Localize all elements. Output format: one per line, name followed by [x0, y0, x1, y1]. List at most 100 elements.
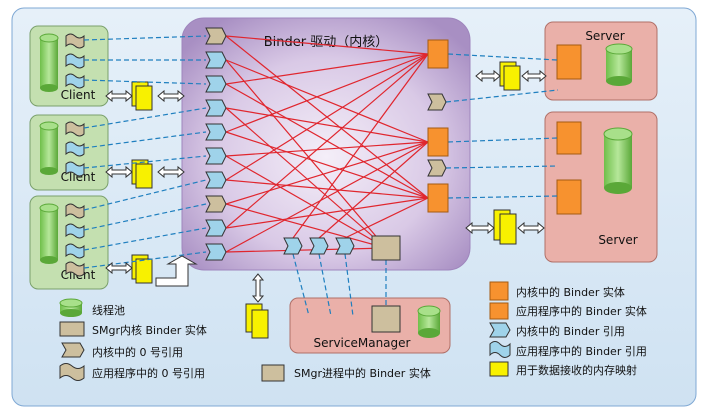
red-ref-line	[292, 53, 429, 239]
client-app-ref	[65, 73, 85, 89]
server-box-1: Server	[544, 21, 658, 101]
kernel-title: Binder 驱动（内核）	[264, 34, 389, 50]
blue-process-line	[83, 251, 207, 269]
blue-process-line	[83, 203, 207, 231]
client-memory-maps	[131, 81, 153, 284]
kernel-binder-entity	[427, 39, 449, 69]
red-ref-line	[225, 53, 429, 229]
kernel-binder-entity	[427, 127, 449, 157]
blue-process-line	[83, 227, 207, 251]
kernel-zero-ref	[205, 27, 227, 45]
kernel-binder-ref-icon	[489, 322, 511, 338]
client-app-ref	[65, 33, 85, 49]
client-app-ref	[65, 161, 85, 177]
kernel-zero-ref	[427, 159, 447, 177]
app-binder-ref-icon	[489, 341, 511, 358]
double-arrow	[157, 89, 185, 103]
client-label: Client	[61, 170, 96, 184]
smgr-process-entity-icon	[261, 364, 285, 382]
blue-process-line	[447, 137, 558, 143]
red-ref-line	[225, 53, 429, 133]
blue-process-line	[83, 131, 207, 149]
legend-memory-map: 用于数据接收的内存映射	[516, 363, 637, 377]
kernel-binder-ref	[205, 171, 227, 189]
server-label: Server	[598, 233, 637, 247]
kernel-binder-entities	[427, 39, 449, 213]
smgr-kernel-entity-icon	[59, 321, 85, 337]
kernel-binder-ref	[205, 99, 227, 117]
double-arrow	[105, 89, 133, 103]
kernel-zero-ref-icon	[61, 342, 85, 358]
server-memory-maps	[493, 61, 521, 245]
legend-thread-pool: 线程池	[92, 303, 125, 317]
legend-smgr-kernel-entity: SMgr内核 Binder 实体	[92, 323, 207, 337]
red-ref-line	[225, 179, 429, 199]
double-arrow	[105, 261, 133, 275]
smgr-kernel-entity	[371, 235, 401, 261]
kernel-binder-ref	[205, 147, 227, 165]
service-manager-box: ServiceManager	[289, 297, 451, 354]
binder-driver-kernel-area	[181, 17, 471, 271]
legend-app-zero-ref: 应用程序中的 0 号引用	[92, 366, 205, 380]
kernel-binder-entity	[427, 183, 449, 213]
blue-process-line	[83, 155, 207, 169]
kernel-zero-refs	[427, 93, 447, 177]
double-arrow	[157, 165, 185, 179]
red-ref-line	[225, 53, 429, 85]
kernel-binder-ref	[335, 237, 355, 255]
process-to-kernel-lines	[83, 35, 559, 317]
kernel-zero-ref	[427, 93, 447, 111]
blue-process-line	[447, 53, 558, 61]
client-label: Client	[61, 88, 96, 102]
bent-arrow	[155, 255, 198, 287]
double-arrow	[251, 273, 265, 303]
client-app-ref	[65, 243, 85, 259]
blue-process-line	[447, 195, 558, 199]
kernel-binder-entity-icon	[489, 281, 509, 301]
red-ref-line	[225, 141, 429, 205]
blue-process-line	[83, 107, 207, 129]
red-ref-line	[225, 107, 429, 143]
red-ref-line	[225, 107, 387, 249]
double-arrow	[475, 69, 501, 83]
client-app-ref	[65, 121, 85, 137]
red-ref-line	[225, 35, 429, 55]
red-ref-line	[225, 247, 387, 253]
service-manager-label: ServiceManager	[314, 336, 411, 350]
blue-process-line	[344, 253, 354, 317]
red-ref-line	[225, 203, 387, 249]
legend-left: 线程池 SMgr内核 Binder 实体 内核中的 0 号引用 应用程序中的 0…	[59, 298, 207, 381]
blue-process-line	[445, 165, 559, 169]
blue-process-line	[83, 35, 207, 41]
red-ref-line	[318, 141, 429, 239]
legend-app-binder-entity: 应用程序中的 Binder 实体	[516, 304, 647, 318]
red-ref-line	[225, 131, 429, 199]
client-app-ref	[65, 53, 85, 69]
app-binder-entity-icon	[489, 302, 509, 320]
red-ref-line	[225, 59, 387, 249]
double-arrow	[517, 221, 545, 235]
kernel-binder-ref	[205, 51, 227, 69]
legend-app-binder-ref: 应用程序中的 Binder 引用	[516, 344, 647, 358]
red-ref-line	[344, 197, 429, 239]
blue-process-line	[445, 89, 559, 103]
legend-middle: SMgr进程中的 Binder 实体	[261, 364, 431, 382]
kernel-binder-ref	[283, 237, 303, 255]
red-ref-line	[225, 141, 429, 253]
client-app-ref	[65, 261, 85, 277]
app-zero-ref-icon	[59, 363, 85, 381]
kernel-binder-ref	[205, 75, 227, 93]
client-thread-pools	[39, 33, 59, 264]
kernel-binder-ref	[309, 237, 329, 255]
blue-process-line	[318, 253, 332, 317]
double-arrow	[521, 69, 547, 83]
double-arrows	[105, 69, 547, 303]
server-label: Server	[585, 29, 624, 43]
kernel-binder-refs	[205, 27, 355, 261]
smgr-memory-maps	[245, 303, 269, 339]
kernel-binder-ref	[205, 219, 227, 237]
red-ref-line	[225, 53, 429, 181]
blue-process-line	[83, 79, 207, 85]
